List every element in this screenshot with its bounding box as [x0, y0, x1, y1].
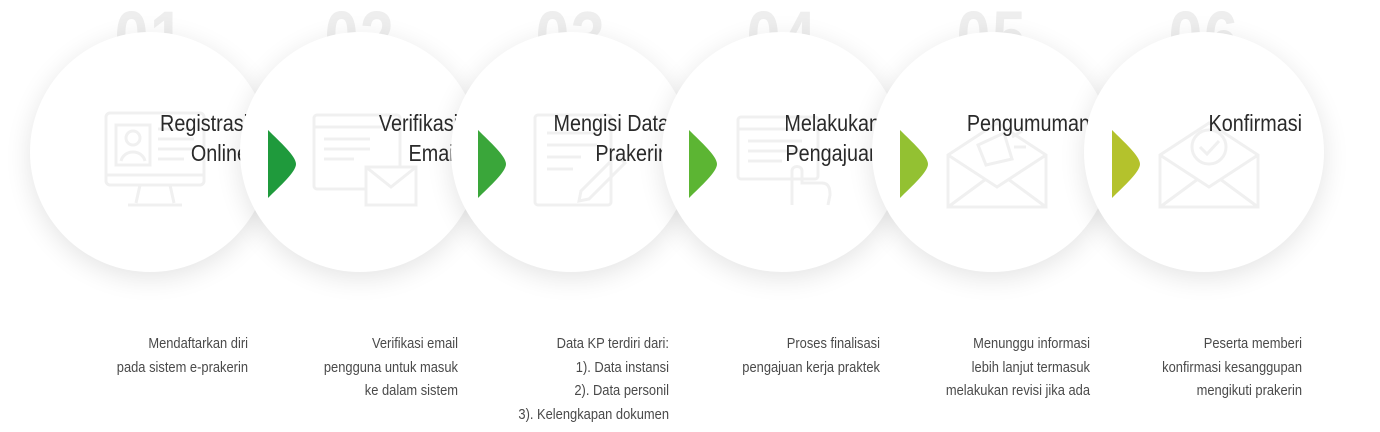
desc-line: 1). Data instansi	[575, 358, 669, 376]
desc-line: pengajuan kerja praktek	[742, 358, 880, 376]
desc-line: Verifikasi email	[371, 335, 458, 352]
desc-line: pada sistem e-prakerin	[116, 358, 249, 376]
step-title-line: Pengajuan	[785, 140, 880, 166]
desc-line: pengguna untuk masuk	[323, 358, 458, 376]
step-title-line: Verifikasi	[378, 110, 458, 136]
step-title-line: Melakukan	[784, 110, 880, 136]
step-title-line: Mengisi Data	[553, 110, 669, 136]
step-title-line: Online	[190, 140, 248, 166]
step-title: Konfirmasi	[1115, 108, 1302, 138]
desc-line: Peserta memberi	[1203, 335, 1302, 352]
desc-line: 3). Kelengkapan dokumen	[518, 405, 669, 423]
desc-line: 2). Data personil	[574, 382, 669, 399]
step-description: Peserta memberi konfirmasi kesanggupan m…	[1089, 332, 1302, 403]
step-title: Registrasi Online	[61, 108, 248, 168]
desc-line: ke dalam sistem	[364, 382, 458, 399]
step-title: Verifikasi Email	[271, 108, 458, 168]
step-description: Mendaftarkan diri pada sistem e-prakerin	[35, 332, 248, 379]
desc-line: Data KP terdiri dari:	[556, 335, 669, 352]
step-description: Verifikasi email pengguna untuk masuk ke…	[245, 332, 458, 403]
step-title: Melakukan Pengajuan	[693, 108, 880, 168]
step-2: 02 Verifikasi Email Verifikasi email pen…	[240, 0, 480, 432]
announcement-icon	[942, 105, 1052, 215]
step-arrow-1	[266, 128, 298, 200]
step-description: Proses finalisasi pengajuan kerja prakte…	[667, 332, 880, 379]
step-title-line: Konfirmasi	[1208, 110, 1302, 136]
step-5: 05 Pengumuman Menunggu informasi lebih l…	[872, 0, 1112, 432]
step-description: Menunggu informasi lebih lanjut termasuk…	[877, 332, 1090, 403]
step-description: Data KP terdiri dari: 1). Data instansi …	[456, 332, 669, 426]
desc-line: lebih lanjut termasuk	[971, 358, 1090, 376]
step-arrow-5	[1110, 128, 1142, 200]
desc-line: melakukan revisi jika ada	[945, 382, 1090, 399]
step-arrow-4	[898, 128, 930, 200]
step-3: 03 Mengisi Data Prakerin Data KP terdiri…	[451, 0, 691, 432]
step-title-line: Prakerin	[595, 140, 669, 166]
form-fill-icon	[521, 105, 631, 215]
step-1: 01 Registrasi Online Mendaftar	[30, 0, 270, 432]
step-title-line: Pengumuman	[966, 110, 1090, 136]
step-title: Mengisi Data Prakerin	[482, 108, 669, 168]
desc-line: konfirmasi kesanggupan	[1162, 358, 1302, 376]
step-arrow-2	[476, 128, 508, 200]
desc-line: Proses finalisasi	[786, 335, 880, 352]
step-title-line: Email	[408, 140, 458, 166]
desc-line: Menunggu informasi	[973, 335, 1090, 352]
email-verification-icon	[310, 105, 420, 215]
step-4: 04 Melakukan Pengajuan Proses finalisasi…	[662, 0, 902, 432]
confirmation-icon	[1154, 105, 1264, 215]
step-arrow-3	[687, 128, 719, 200]
step-title: Pengumuman	[903, 108, 1090, 138]
step-6: 06 Konfirmasi Peserta memberi konfirmasi…	[1084, 0, 1324, 432]
registration-icon	[100, 105, 210, 215]
desc-line: mengikuti prakerin	[1196, 382, 1302, 399]
step-title-line: Registrasi	[160, 110, 248, 136]
submission-icon	[732, 105, 842, 215]
desc-line: Mendaftarkan diri	[148, 335, 248, 352]
